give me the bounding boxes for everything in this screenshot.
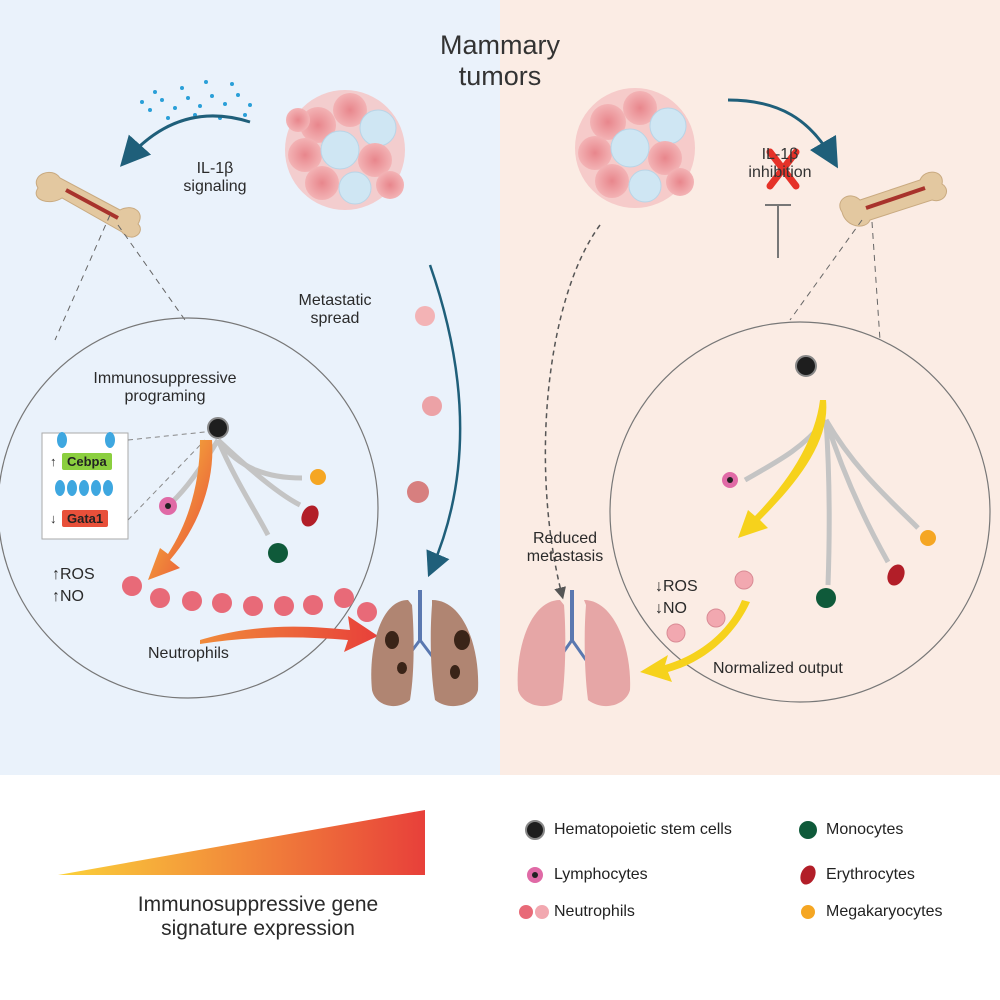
il1b-label-line: signaling <box>183 178 247 196</box>
ros-down-label: ↓ROS <box>655 578 698 596</box>
no-text: NO <box>60 588 84 605</box>
differentiation-arrows-right <box>743 418 920 586</box>
tumor-left <box>285 90 405 210</box>
bone-marrow-circle-right <box>609 321 991 703</box>
il1b-inhibition-label: IL-1β inhibition <box>730 146 830 183</box>
down-arrow-icon: ↓ <box>50 511 57 526</box>
ros-text: ROS <box>60 566 95 583</box>
zoom-line <box>54 214 111 341</box>
reduced-label-line: metastasis <box>526 548 604 566</box>
programming-label: Immunosuppressive programing <box>70 370 260 407</box>
down-arrow-icon: ↓ <box>655 600 663 617</box>
legend-lymphocytes: Lymphocytes <box>554 866 648 883</box>
lungs-healthy <box>517 590 631 707</box>
il1b-particles <box>140 80 252 120</box>
metastatic-label-line: spread <box>310 310 360 328</box>
tumor-right <box>575 88 695 208</box>
title-line-2: tumors <box>458 61 542 92</box>
il1b-label-line: IL-1β <box>196 160 234 177</box>
ros-up-label: ↑ROS <box>52 566 95 584</box>
reduced-metastasis-label: Reduced metastasis <box>505 530 625 567</box>
circulating-tumor-cell <box>415 306 435 326</box>
bone-marrow-circle-left <box>0 317 379 699</box>
no-down-label: ↓NO <box>655 600 687 618</box>
hsc-left <box>207 417 229 439</box>
normalized-output-label: Normalized output <box>713 660 843 677</box>
gradient-label-line: Immunosuppressive gene <box>137 893 379 916</box>
down-arrow-icon: ↓ <box>655 578 663 595</box>
legend-icons <box>519 820 817 919</box>
title-line-1: Mammary <box>440 30 560 60</box>
bone-left <box>35 171 141 238</box>
ros-text: ROS <box>663 578 698 595</box>
chromatin-icon <box>55 432 115 496</box>
immunosuppressive-arrow <box>148 440 213 580</box>
il1b-signaling-label: IL-1β signaling <box>160 160 270 197</box>
legend-megakaryocytes: Megakaryocytes <box>826 903 943 920</box>
neutrophils-label: Neutrophils <box>148 645 229 662</box>
programming-label-line: Immunosuppressive <box>93 370 237 387</box>
no-up-label: ↑NO <box>52 588 84 606</box>
reduced-label-line: Reduced <box>532 530 598 547</box>
block-x-icon <box>766 148 800 190</box>
metastatic-arrow <box>426 264 462 578</box>
legend-erythrocytes: Erythrocytes <box>826 866 915 883</box>
no-text: NO <box>663 600 687 617</box>
megakaryocyte <box>310 469 326 485</box>
programming-label-line: programing <box>124 388 206 406</box>
zoom-line <box>117 224 186 321</box>
neutrophils-row <box>122 576 377 622</box>
neutrophils-right <box>666 570 754 643</box>
figure-title: Mammary tumors <box>380 30 620 92</box>
il1b-arrow <box>119 114 251 167</box>
up-arrow-icon: ↑ <box>50 454 57 469</box>
signal-arrow-right <box>727 98 839 169</box>
inhibition-label-line: inhibition <box>748 164 812 182</box>
metastatic-label-line: Metastatic <box>298 292 372 309</box>
legend-hsc: Hematopoietic stem cells <box>554 821 732 838</box>
up-arrow-icon: ↑ <box>52 566 60 583</box>
metastatic-spread-label: Metastatic spread <box>280 292 390 329</box>
neutrophil-arrow <box>200 616 378 652</box>
gradient-label: Immunosuppressive gene signature express… <box>58 893 458 941</box>
hsc-right <box>795 355 817 377</box>
output-arrow <box>640 600 750 682</box>
gradient-label-line: signature expression <box>161 917 355 941</box>
bone-right <box>839 171 947 227</box>
expression-gradient <box>58 810 425 875</box>
right-panel-bg <box>500 0 1000 775</box>
monocyte <box>268 543 288 563</box>
yellow-arrow <box>738 400 827 538</box>
inhibition-label-line: IL-1β <box>761 146 799 163</box>
gene-gata1: Gata1 <box>62 510 109 527</box>
legend-monocytes: Monocytes <box>826 821 904 838</box>
gene-cebpa: Cebpa <box>62 453 112 470</box>
differentiation-arrows-left <box>170 438 303 537</box>
lungs-metastatic <box>371 590 479 707</box>
up-arrow-icon: ↑ <box>52 588 60 605</box>
circulating-tumor-cell <box>422 396 442 416</box>
legend-neutrophils: Neutrophils <box>554 903 635 920</box>
reduced-metastasis-arrow <box>544 224 601 600</box>
erythrocyte <box>301 505 319 527</box>
circulating-tumor-cell <box>407 481 429 503</box>
